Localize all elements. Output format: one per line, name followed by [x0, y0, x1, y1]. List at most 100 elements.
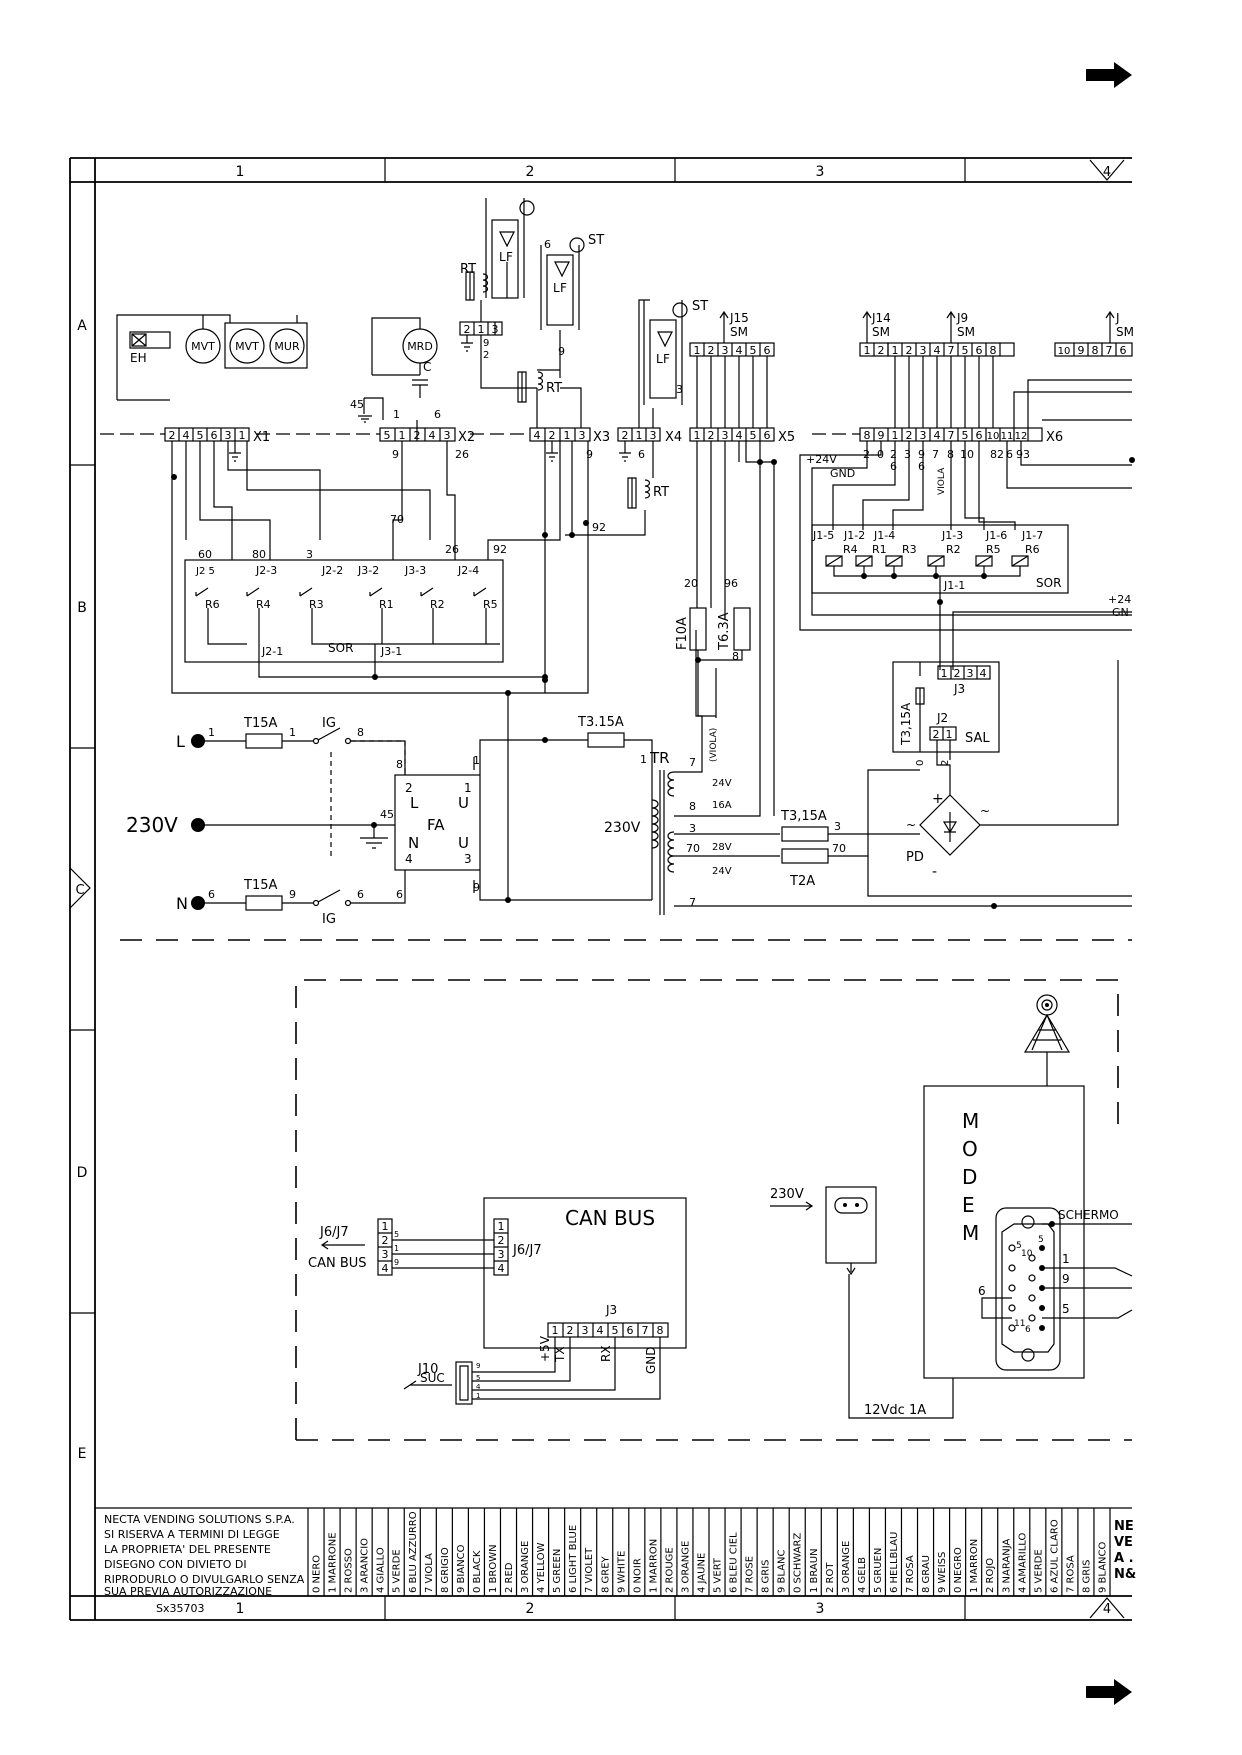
svg-text:2: 2 [878, 344, 885, 357]
svg-text:3: 3 [579, 429, 586, 442]
column-label-1: 1 [236, 164, 245, 180]
svg-text:3: 3 [689, 822, 696, 835]
row-label-D: D [77, 1165, 88, 1181]
colour-code-label: 4 JAUNE [697, 1553, 708, 1593]
relay-left-r-5: R2 [430, 598, 445, 611]
column-label-4: 4 [1103, 165, 1111, 180]
next-page-arrow-icon[interactable] [1086, 62, 1132, 88]
colour-code-label: 1 MARRONE [328, 1532, 339, 1593]
column-label-4-bottom: 4 [1103, 1602, 1111, 1617]
colour-code-label: 7 VIOLET [584, 1547, 595, 1593]
colour-code-label: 3 NARANJA [1001, 1539, 1012, 1594]
svg-text:F: F [560, 281, 567, 295]
svg-text:8: 8 [864, 429, 871, 442]
colour-code-label: 3 ORANGE [520, 1541, 531, 1593]
canbus-board [483, 1197, 687, 1349]
fa-l: L [410, 794, 419, 812]
sal-fuse-label: T3,15A [899, 702, 913, 746]
svg-text:2: 2 [464, 323, 471, 336]
svg-text:11: 11 [1001, 431, 1014, 442]
svg-text:2: 2 [169, 429, 176, 442]
svg-text:9: 9 [558, 345, 565, 358]
fuse-t6-3a [733, 607, 751, 651]
modem-letter-2: O [962, 1137, 978, 1161]
svg-text:8: 8 [689, 800, 696, 813]
svg-text:10: 10 [960, 448, 974, 461]
colour-code-label: 9 WHITE [616, 1551, 627, 1593]
fuse-t3-15a-label: T3.15A [577, 715, 624, 730]
relay-r-3: R3 [902, 543, 917, 556]
sor-left-label: SOR [328, 641, 353, 655]
svg-text:6: 6 [890, 460, 897, 473]
svg-text:1: 1 [208, 726, 215, 739]
relay-board-sor-left [184, 559, 504, 663]
wire-3: 3 [306, 548, 313, 561]
terminal-n-label: N [176, 894, 188, 913]
svg-text:5: 5 [197, 429, 204, 442]
svg-text:5: 5 [1038, 1235, 1044, 1245]
mvt-label-2: MVT [235, 340, 259, 353]
svg-text:3: 3 [920, 429, 927, 442]
svg-text:10: 10 [987, 431, 1000, 442]
power-adapter-icon [825, 1186, 877, 1264]
relay-left-r-6: R5 [483, 598, 498, 611]
svg-text:3: 3 [382, 1248, 389, 1261]
colour-code-label: 2 ROSSO [344, 1548, 355, 1593]
colour-code-label: 4 YELLOW [536, 1542, 547, 1593]
svg-text:6: 6 [396, 888, 403, 901]
drawing-frame [69, 157, 1132, 1621]
relay-top-3: J1-4 [873, 529, 895, 542]
svg-text:6: 6 [978, 1284, 986, 1298]
svg-text:0: 0 [915, 760, 926, 766]
wire-92-top: 92 [592, 521, 606, 534]
svg-text:~: ~ [906, 818, 916, 832]
sal-label: SAL [965, 731, 990, 746]
svg-text:1: 1 [289, 726, 296, 739]
svg-text:20: 20 [684, 577, 698, 590]
colour-code-label: 1 BROWN [488, 1544, 499, 1593]
svg-text:4: 4 [382, 1262, 389, 1275]
row-label-A: A [77, 318, 87, 334]
svg-text:5: 5 [394, 1230, 399, 1239]
x1-label: X1 [253, 430, 270, 445]
svg-text:3: 3 [920, 344, 927, 357]
svg-text:6: 6 [1120, 344, 1127, 357]
svg-text:1: 1 [239, 429, 246, 442]
column-label-3: 3 [816, 164, 825, 180]
svg-text:26: 26 [455, 448, 469, 461]
svg-text:2: 2 [933, 728, 940, 741]
company-line-1: NECTA VENDING SOLUTIONS S.P.A. [104, 1513, 295, 1526]
colour-code-label: 2 ROUGE [664, 1547, 675, 1593]
x6-plus24: +24V [806, 453, 837, 466]
fa-n: N [408, 834, 419, 852]
svg-text:9: 9 [394, 1258, 399, 1267]
tr-28v: 28V [712, 842, 732, 853]
next-page-arrow-icon-bottom[interactable] [1086, 1679, 1132, 1705]
svg-text:5: 5 [1062, 1302, 1070, 1316]
svg-text:96: 96 [724, 577, 738, 590]
sor-right-label: SOR [1036, 576, 1061, 590]
svg-text:2: 2 [906, 429, 913, 442]
relay-r-1: R4 [843, 543, 858, 556]
svg-text:2: 2 [890, 448, 897, 461]
svg-text:9: 9 [1062, 1272, 1070, 1286]
company-line-2: SI RISERVA A TERMINI DI LEGGE [104, 1528, 280, 1541]
schermo-label: SCHERMO [1058, 1208, 1119, 1222]
svg-text:4: 4 [736, 344, 743, 357]
company-line-4: DISEGNO CON DIVIETO DI [104, 1558, 247, 1571]
j-partial-label: J [1115, 311, 1120, 325]
svg-text:1: 1 [473, 754, 480, 767]
terminal-230v-label: 230V [126, 813, 178, 837]
svg-text:5: 5 [750, 344, 757, 357]
wire-1-mrd: 1 [393, 408, 400, 421]
title-right-1: NE [1114, 1519, 1134, 1534]
colour-code-label: 8 GREY [600, 1555, 611, 1593]
svg-text:9: 9 [1078, 344, 1085, 357]
mur-motor [269, 328, 305, 364]
wire-45: 45 [350, 398, 364, 411]
colour-code-label: 3 ARANCIO [360, 1538, 371, 1593]
svg-text:3: 3 [464, 852, 472, 866]
svg-text:5: 5 [384, 429, 391, 442]
svg-text:F: F [663, 352, 670, 366]
